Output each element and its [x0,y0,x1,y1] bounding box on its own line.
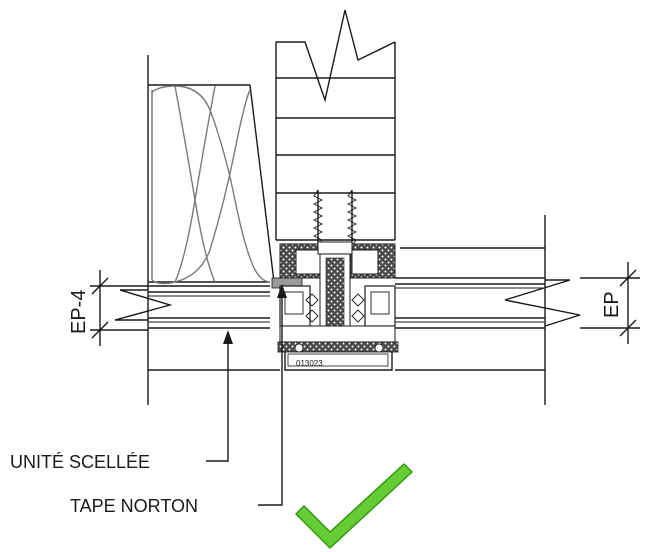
label-tape: TAPE NORTON [70,496,198,516]
leader-tape [258,284,287,506]
leader-sealed-unit [206,330,233,462]
sealed-unit-glass [114,277,581,329]
insulation [151,85,271,285]
label-sealed-unit: UNITÉ SCELLÉE [10,452,150,472]
dimension-left [90,270,148,346]
checkmark-icon [295,463,413,549]
screws [312,189,358,247]
wood-block [275,9,396,241]
wall-outline [147,55,546,405]
dimension-left-label: EP-4 [68,290,90,334]
dimension-right-label: EP [601,291,623,318]
part-number: 013023 [296,359,323,368]
frame-profile [271,241,399,371]
dimension-right [580,262,640,344]
